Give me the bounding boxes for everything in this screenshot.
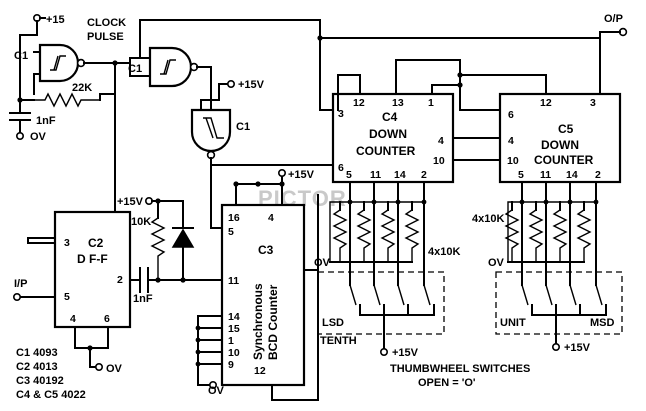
c5-pin-6: 6	[508, 109, 514, 121]
c5-pin-12: 12	[540, 97, 552, 109]
c4-name: C4	[382, 110, 398, 124]
resistor-10k-label: 10K	[131, 216, 151, 228]
c2-name: C2	[88, 236, 104, 250]
c5-title-2: COUNTER	[534, 153, 594, 167]
ov-label-c2: OV	[106, 363, 123, 375]
resistor-4x10k-label-b: 4x10K	[472, 213, 504, 225]
legend-c3: C3 40192	[16, 375, 64, 387]
c2-pin-4: 4	[70, 313, 76, 325]
pulse-label: PULSE	[87, 31, 124, 43]
c4-pin-12: 12	[353, 97, 365, 109]
c4-pin-13: 13	[392, 97, 404, 109]
c4-pin-10: 10	[433, 155, 445, 167]
c4-pin-2: 2	[421, 169, 427, 181]
c5-resistor-bank	[504, 181, 599, 263]
c4-pin-1: 1	[428, 97, 434, 109]
c3-pin-4: 4	[268, 212, 274, 224]
c3-pin-12: 12	[254, 365, 266, 377]
c3-name: C3	[258, 243, 274, 257]
c2-pin-2: 2	[117, 274, 123, 286]
c1-label-a: C1	[14, 50, 28, 62]
c3-pin-16: 16	[228, 212, 240, 224]
c2-pin-3: 3	[64, 237, 70, 249]
c5-pin-2: 2	[595, 169, 601, 181]
c4-switch-box	[317, 271, 445, 335]
c2-pin-5: 5	[64, 291, 70, 303]
thumbwheel-open-label: OPEN = 'O'	[418, 377, 476, 389]
ov-label-a: OV	[30, 131, 47, 143]
diode	[171, 228, 195, 248]
supply-15v-c3: +15V	[288, 169, 315, 181]
clock-label: CLOCK	[87, 17, 126, 29]
resistor-4x10k-label-a: 4x10K	[428, 246, 460, 258]
c1-label-b: C1	[128, 63, 142, 75]
c2-type: D F-F	[77, 252, 108, 266]
supply-15v-c4sw: +15V	[392, 347, 419, 359]
c1-reset-gate	[190, 108, 232, 160]
c5-name: C5	[558, 122, 574, 136]
c3-bcd-counter	[220, 203, 306, 387]
cap-1nf-label-b: 1nF	[133, 293, 153, 305]
unit-label: UNIT	[500, 317, 526, 329]
resistor-22k-label: 22K	[72, 82, 92, 94]
c4-title-1: DOWN	[369, 127, 407, 141]
c5-pin-5: 5	[518, 169, 524, 181]
op-label: O/P	[604, 13, 623, 25]
c2-dff	[53, 210, 132, 329]
c5-pin-10: 10	[507, 155, 519, 167]
c4-pin-11: 11	[370, 169, 381, 181]
c4-title-2: COUNTER	[356, 144, 416, 158]
c3-pin-10: 10	[228, 347, 240, 359]
ip-label: I/P	[14, 278, 27, 290]
c5-down-counter	[498, 92, 622, 184]
tenth-label: TENTH	[320, 335, 357, 347]
ov-label-c4: OV	[314, 257, 331, 269]
supply-15v-b: +15V	[117, 196, 144, 208]
c5-pin-11: 11	[540, 169, 551, 181]
c1-clock-gate	[148, 46, 199, 88]
c5-switch-box	[495, 271, 623, 335]
supply-15v-a: +15V	[238, 79, 265, 91]
c4-down-counter	[331, 92, 455, 184]
c3-title-2: BCD Counter	[266, 284, 280, 360]
c3-pin-11: 11	[228, 275, 239, 287]
resistor-22k	[34, 92, 100, 108]
capacitor-1nf	[9, 99, 31, 134]
ov-label-c3: OV	[208, 385, 225, 397]
cap-1nf-label: 1nF	[36, 115, 56, 127]
c1-oscillator-gate	[38, 43, 86, 83]
c2-pin-6: 6	[104, 313, 110, 325]
c3-pin-9: 9	[228, 359, 234, 371]
c4-pin-6: 6	[338, 162, 344, 174]
legend-c1: C1 4093	[16, 347, 58, 359]
c1-label-c: C1	[236, 121, 250, 133]
msd-label: MSD	[590, 317, 615, 329]
resistor-10k	[150, 217, 166, 280]
c5-pin-14: 14	[566, 169, 578, 181]
c4-pin-5: 5	[346, 169, 352, 181]
c5-pin-4: 4	[508, 135, 514, 147]
c5-title-1: DOWN	[541, 138, 579, 152]
ov-label-c5: OV	[488, 257, 505, 269]
c3-pin-1: 1	[228, 335, 234, 347]
legend-c2: C2 4013	[16, 361, 58, 373]
lsd-label: LSD	[322, 317, 344, 329]
supply-plus15-label: +15	[46, 14, 65, 26]
supply-15v-c5sw: +15V	[564, 342, 591, 354]
c4-pin-4: 4	[438, 135, 444, 147]
thumbwheel-label: THUMBWHEEL SWITCHES	[390, 363, 530, 375]
c4-pin-14: 14	[394, 169, 406, 181]
c5-pin-3: 3	[590, 97, 596, 109]
c3-pin-14: 14	[228, 311, 240, 323]
c3-pin-15: 15	[228, 323, 240, 335]
c3-title-1: Synchronous	[251, 283, 265, 360]
legend-c4c5: C4 & C5 4022	[16, 389, 86, 401]
c3-pin-5: 5	[228, 226, 234, 238]
c4-pin-3: 3	[338, 108, 344, 120]
